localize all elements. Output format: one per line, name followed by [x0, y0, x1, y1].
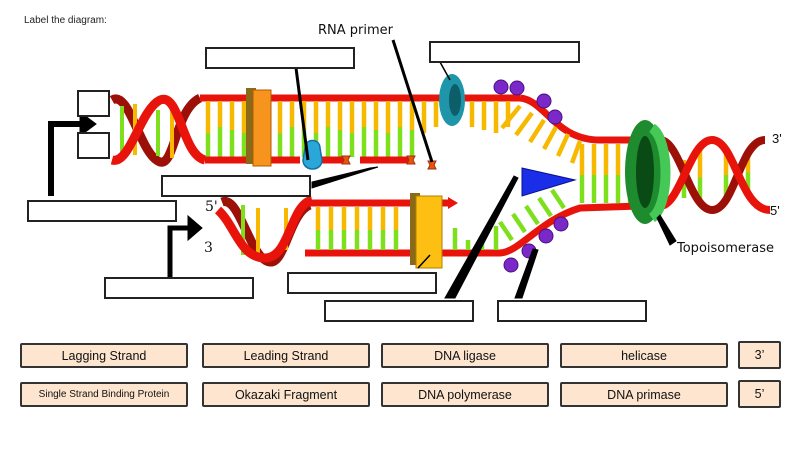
ssb-proteins-lower — [503, 216, 569, 273]
upper-base-pairs — [205, 101, 633, 203]
upper-left-helix — [109, 93, 207, 167]
drop-zone[interactable] — [77, 90, 110, 117]
answer-tile-3prime[interactable]: 3’ — [738, 341, 781, 369]
lower-3prime-label: 3 — [204, 240, 213, 256]
base-yellow — [528, 118, 546, 144]
right-helix — [658, 135, 771, 215]
answer-tile-lagging-strand[interactable]: Lagging Strand — [20, 343, 188, 368]
ssb-protein-icon — [536, 93, 552, 109]
ssb-protein-icon — [509, 80, 525, 96]
leading-direction-arrow — [448, 197, 458, 209]
ssb-proteins-upper — [493, 79, 563, 125]
lower-left-helix — [214, 195, 314, 267]
leader-lines — [48, 39, 677, 299]
drop-zone[interactable] — [104, 277, 254, 299]
base-yellow — [514, 111, 534, 137]
base-yellow — [555, 133, 571, 157]
right-5prime-label: 5' — [770, 203, 780, 218]
topoisomerase-ring — [625, 120, 671, 224]
base-yellow — [569, 140, 583, 164]
answer-tile-dna-primase[interactable]: DNA primase — [560, 382, 728, 407]
primase-triangle — [521, 167, 577, 197]
answer-tile-dna-ligase[interactable]: DNA ligase — [381, 343, 549, 368]
answer-tile-okazaki-fragment[interactable]: Okazaki Fragment — [202, 382, 370, 407]
rna-primer-marks — [341, 155, 437, 170]
answer-tile-leading-strand[interactable]: Leading Strand — [202, 343, 370, 368]
answer-tile-5prime[interactable]: 5’ — [738, 380, 781, 408]
ssb-protein-icon — [493, 79, 509, 95]
drop-zone[interactable] — [77, 132, 110, 159]
lower-bottom-backbone — [305, 202, 641, 257]
answer-tile-dna-polymerase[interactable]: DNA polymerase — [381, 382, 549, 407]
base-green — [511, 212, 527, 234]
upper-polymerase — [246, 88, 272, 167]
base-green — [537, 196, 553, 218]
drop-zone[interactable] — [205, 47, 355, 69]
drop-zone[interactable] — [161, 175, 311, 197]
base-green — [550, 188, 566, 210]
drop-zone[interactable] — [497, 300, 647, 322]
lower-5prime-label: 5' — [205, 199, 218, 215]
drop-zone[interactable] — [287, 272, 437, 294]
ssb-protein-icon — [553, 216, 569, 232]
ssb-protein-icon — [547, 109, 563, 125]
lower-polymerase — [410, 193, 443, 269]
teal-ring — [439, 74, 465, 126]
instruction-text: Label the diagram: — [24, 15, 107, 26]
right-3prime-label: 3' — [772, 131, 782, 146]
base-green — [524, 204, 540, 226]
answer-tile-ssb-protein[interactable]: Single Strand Binding Protein — [20, 382, 188, 407]
drop-zone[interactable] — [429, 41, 580, 63]
base-yellow — [542, 125, 558, 151]
ssb-protein-icon — [538, 228, 554, 244]
ssb-protein-icon — [503, 257, 519, 273]
drop-zone[interactable] — [324, 300, 474, 322]
dna-replication-diagram — [48, 39, 771, 299]
base-yellow — [500, 104, 522, 130]
answer-tile-helicase[interactable]: helicase — [560, 343, 728, 368]
topoisomerase-label: Topoisomerase — [677, 241, 774, 256]
base-green — [498, 220, 514, 242]
rna-primer-label: RNA primer — [318, 23, 393, 38]
drop-zone[interactable] — [27, 200, 177, 222]
